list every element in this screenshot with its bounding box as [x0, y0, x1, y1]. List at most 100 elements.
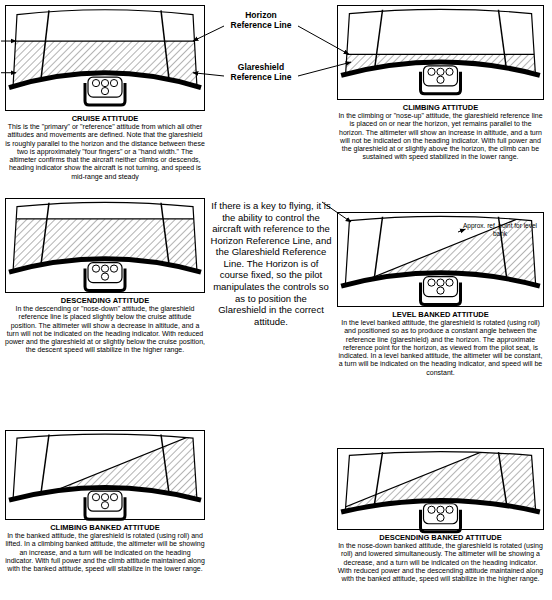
- window-post: [41, 10, 49, 79]
- panel-title: CLIMBING ATTITUDE: [337, 103, 544, 112]
- key-note: If there is a key to flying, it is the a…: [210, 200, 332, 327]
- panel-description: In the descending or "nose-down" attitud…: [5, 305, 205, 355]
- window-post: [161, 10, 169, 79]
- yoke: [421, 283, 461, 305]
- instrument-panel: [9, 488, 201, 519]
- window-post: [41, 203, 49, 265]
- ground-hatch: [0, 219, 225, 313]
- panel-frame: [6, 6, 205, 111]
- callout-label: Approx. ref. point for level bank: [460, 222, 540, 238]
- panel-description: In the nose-down banked attitude, the gl…: [337, 542, 544, 583]
- pointer-arrow: [1, 41, 16, 42]
- yoke: [85, 497, 125, 519]
- horizon-line: [317, 54, 552, 55]
- cockpit-view: [0, 6, 225, 132]
- gauge: [101, 265, 108, 272]
- gauge: [92, 494, 99, 501]
- panel-title: DESCENDING ATTITUDE: [5, 296, 205, 305]
- pointer-arrow: [458, 229, 465, 232]
- panel-frame: [338, 6, 544, 100]
- horizon-line: [0, 218, 225, 219]
- window-post: [374, 452, 382, 505]
- panel-title: DESCENDING BANKED ATTITUDE: [337, 533, 544, 542]
- glareshield: [9, 259, 201, 272]
- panel-frame: [6, 431, 205, 520]
- pointer-arrow: [193, 73, 224, 76]
- gauge: [101, 79, 108, 86]
- attitude-panel: DESCENDING BANKED ATTITUDEIn the nose-do…: [337, 448, 544, 583]
- instrument-panel: [341, 62, 540, 99]
- gauge: [446, 68, 453, 75]
- cockpit-view: [317, 6, 552, 121]
- gauge: [101, 273, 108, 280]
- gauge: [437, 279, 444, 286]
- attitude-panel: DESCENDING ATTITUDEIn the descending or …: [5, 198, 205, 355]
- attitude-panel: CRUISE ATTITUDEThis is the "primary" or …: [5, 5, 205, 181]
- reference-label: Horizon Reference Line: [226, 10, 296, 31]
- panel-title: CRUISE ATTITUDE: [5, 114, 205, 123]
- panel-frame: [6, 199, 205, 293]
- yoke: [85, 83, 125, 105]
- yoke: [421, 510, 461, 532]
- gauge: [101, 494, 108, 501]
- instrument-panel: [9, 259, 201, 292]
- yoke: [85, 269, 125, 291]
- cockpit-view: [0, 422, 225, 540]
- panel-frame: [338, 213, 544, 307]
- ground-hatch: [317, 54, 552, 120]
- glareshield: [341, 273, 540, 286]
- gauge: [92, 265, 99, 272]
- instrument-cluster: [424, 504, 458, 524]
- glareshield: [341, 62, 540, 75]
- gauge: [101, 87, 108, 94]
- gauge: [110, 79, 117, 86]
- reference-label: Glareshield Reference Line: [226, 62, 296, 83]
- cockpit-view: [0, 199, 225, 314]
- instrument-panel: [9, 73, 201, 110]
- gauge: [92, 79, 99, 86]
- panel-description: This is the "primary" or "reference" att…: [5, 123, 205, 181]
- cockpit-view: [317, 200, 552, 327]
- gauge: [110, 494, 117, 501]
- cockpit-view: [317, 419, 552, 550]
- instrument-panel: [341, 500, 540, 529]
- window-post: [161, 203, 169, 265]
- ground-hatch: [317, 200, 552, 327]
- panel-description: In the banked attitude, the glareshield …: [5, 532, 205, 573]
- pointer-arrow: [298, 26, 349, 54]
- gauge: [437, 506, 444, 513]
- glareshield: [9, 73, 201, 88]
- pointer-arrow: [193, 26, 224, 41]
- ground-hatch: [0, 422, 225, 540]
- pointer-arrow: [298, 62, 351, 76]
- window-post: [498, 10, 506, 72]
- panel-title: CLIMBING BANKED ATTITUDE: [5, 523, 205, 532]
- gauge: [428, 279, 435, 286]
- gauge: [437, 514, 444, 521]
- window-post: [41, 435, 49, 494]
- window-post: [498, 452, 506, 505]
- pointer-arrow: [1, 72, 16, 73]
- instrument-cluster: [88, 77, 122, 97]
- instrument-cluster: [424, 66, 458, 86]
- instrument-cluster: [88, 263, 122, 283]
- instrument-cluster: [424, 277, 458, 297]
- ground-hatch: [0, 41, 225, 131]
- panel-description: In the climbing or "nose-up" attitude, t…: [337, 112, 544, 162]
- window-post: [374, 10, 382, 72]
- horizon-line: [0, 40, 225, 41]
- gauge: [446, 279, 453, 286]
- attitude-panel: LEVEL BANKED ATTITUDEIn the level banked…: [337, 212, 544, 377]
- instrument-cluster: [88, 491, 122, 511]
- panel-description: In the level banked attitude, the glares…: [337, 319, 544, 377]
- yoke: [421, 72, 461, 94]
- ground-hatch: [317, 419, 552, 550]
- glareshield: [9, 488, 201, 501]
- gauge: [110, 265, 117, 272]
- panel-frame: [338, 449, 544, 530]
- attitude-panel: CLIMBING BANKED ATTITUDEIn the banked at…: [5, 430, 205, 573]
- window-post: [374, 217, 382, 279]
- horizon-line: [0, 422, 225, 519]
- gauge: [437, 68, 444, 75]
- gauge: [437, 287, 444, 294]
